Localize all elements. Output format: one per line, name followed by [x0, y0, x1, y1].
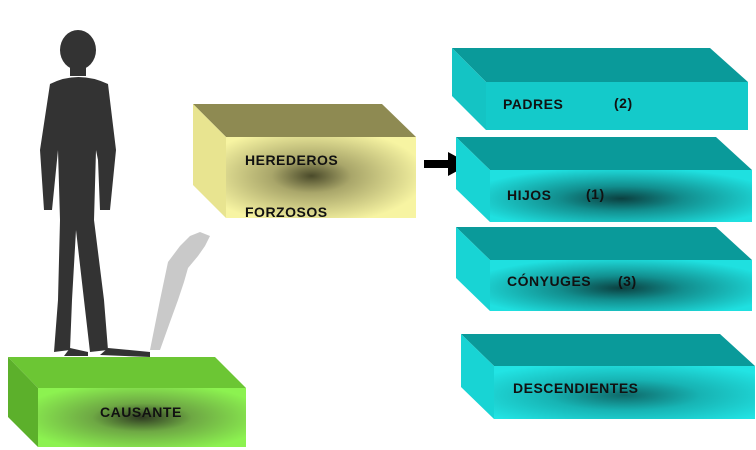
hijos-box — [456, 137, 752, 222]
conyuges-box — [456, 227, 752, 311]
hijos-label: HIJOS — [507, 187, 552, 203]
causante-label: CAUSANTE — [100, 404, 182, 420]
descendientes-box — [461, 334, 755, 419]
causante-box — [8, 357, 246, 447]
descendientes-label: DESCENDIENTES — [513, 380, 639, 396]
padres-label: PADRES — [503, 96, 564, 112]
person-silhouette-icon — [40, 30, 150, 357]
herederos-line2-clip: FORZOSOS — [226, 196, 416, 217]
hijos-ref: (1) — [586, 186, 605, 202]
conyuges-label: CÓNYUGES — [507, 273, 592, 289]
padres-box — [452, 48, 748, 130]
herederos-label-line1: HEREDEROS — [245, 152, 339, 168]
padres-ref: (2) — [614, 95, 633, 111]
herederos-box — [193, 104, 416, 218]
silhouette-shadow — [150, 232, 210, 350]
herederos-label-line2: FORZOSOS — [245, 204, 328, 217]
conyuges-ref: (3) — [618, 273, 637, 289]
